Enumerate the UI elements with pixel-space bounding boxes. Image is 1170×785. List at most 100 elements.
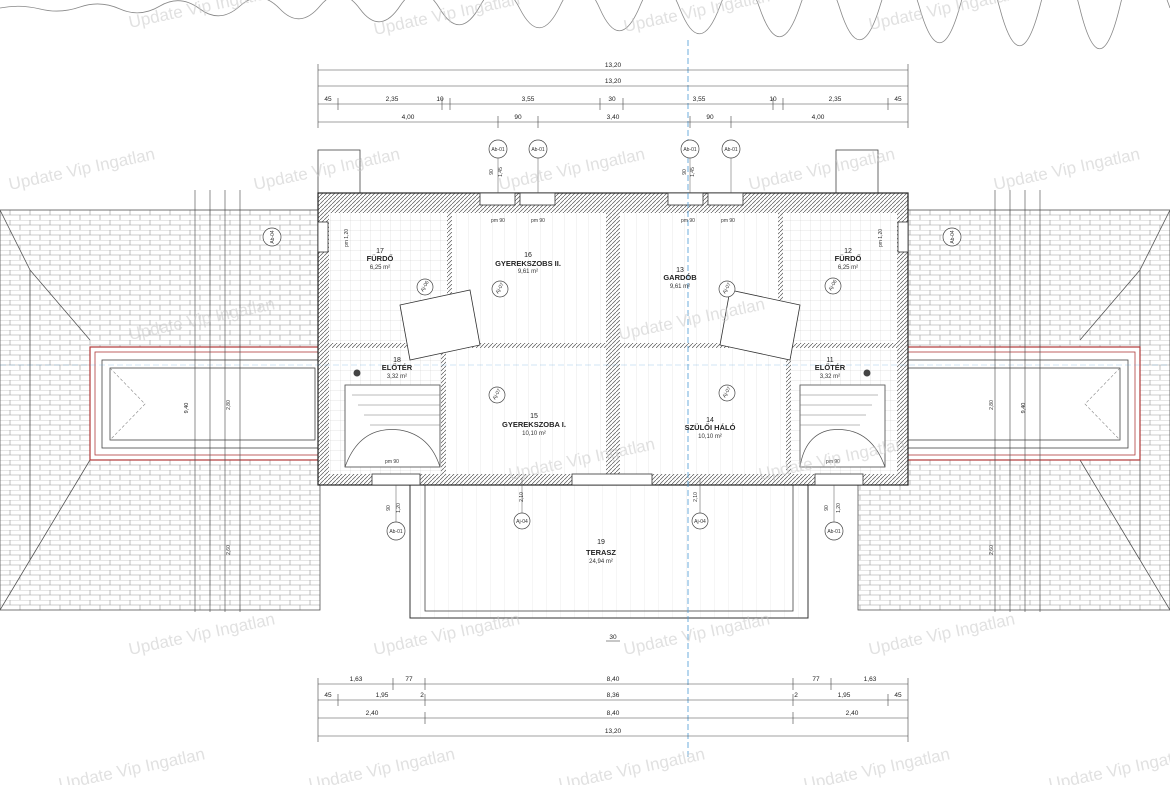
- svg-text:45: 45: [324, 96, 332, 103]
- svg-text:90: 90: [489, 169, 495, 175]
- svg-text:15: 15: [530, 413, 538, 420]
- door-tag-2: Aj-07: [491, 280, 509, 298]
- chimney-right: [835, 149, 879, 196]
- svg-text:GYEREKSZOBS II.: GYEREKSZOBS II.: [495, 259, 561, 268]
- svg-text:1,20: 1,20: [396, 503, 402, 513]
- svg-text:Ab-04: Ab-04: [270, 230, 276, 244]
- svg-text:77: 77: [812, 676, 820, 683]
- svg-text:2,35: 2,35: [386, 96, 399, 103]
- svg-text:2: 2: [794, 692, 798, 699]
- top-dimensions: [317, 64, 909, 128]
- tag-top-2: Ab-01: [528, 139, 548, 193]
- svg-text:90: 90: [514, 114, 522, 121]
- tag-bottom-left: Ab-01: [386, 485, 406, 541]
- svg-text:Aj-06: Aj-06: [828, 279, 839, 292]
- svg-text:1,95: 1,95: [376, 692, 389, 699]
- svg-text:Ab-01: Ab-01: [724, 147, 738, 153]
- svg-text:pm 1,20: pm 1,20: [344, 229, 350, 247]
- svg-text:9,40: 9,40: [184, 403, 190, 414]
- terrace: [409, 481, 809, 619]
- svg-text:9,61 m²: 9,61 m²: [518, 269, 538, 275]
- svg-text:Update Vip Ingatlan: Update Vip Ingatlan: [57, 744, 207, 785]
- door-tag-8: Aj-04: [691, 478, 709, 530]
- svg-text:Ab-01: Ab-01: [491, 147, 505, 153]
- door-tag-6: Aj-07: [718, 384, 736, 402]
- svg-text:Ab-01: Ab-01: [531, 147, 545, 153]
- svg-text:Update Vip Ingatlan: Update Vip Ingatlan: [867, 609, 1017, 659]
- svg-text:18: 18: [393, 357, 401, 364]
- svg-text:pm 1,20: pm 1,20: [878, 229, 884, 247]
- svg-text:GARDÓB: GARDÓB: [663, 273, 697, 282]
- svg-text:2,10: 2,10: [693, 492, 699, 502]
- door-tag-7: Aj-04: [513, 478, 531, 530]
- svg-text:1,95: 1,95: [838, 692, 851, 699]
- svg-text:19: 19: [597, 539, 605, 546]
- svg-text:Update Vip Ingatlan: Update Vip Ingatlan: [802, 744, 952, 785]
- svg-text:Aj-04: Aj-04: [694, 519, 706, 525]
- svg-text:2: 2: [420, 692, 424, 699]
- svg-text:2,80: 2,80: [989, 400, 995, 410]
- svg-text:30: 30: [609, 634, 617, 641]
- svg-text:1,45: 1,45: [498, 167, 504, 177]
- svg-text:Update Vip Ingatlan: Update Vip Ingatlan: [497, 144, 647, 194]
- break-line: [0, 0, 1170, 50]
- svg-text:17: 17: [376, 248, 384, 255]
- svg-text:45: 45: [894, 692, 902, 699]
- svg-text:Update Vip Ingatlan: Update Vip Ingatlan: [622, 0, 772, 36]
- door-tag-1: Aj-06: [416, 278, 434, 296]
- bottom-dimension-values: 30 1,63 77 8,40 77 1,63 45 1,95 2 8,36 2…: [324, 634, 902, 735]
- svg-text:TERASZ: TERASZ: [586, 548, 616, 557]
- svg-text:1,63: 1,63: [864, 676, 877, 683]
- svg-text:3,32 m²: 3,32 m²: [387, 374, 407, 380]
- svg-text:ELŐTÉR: ELŐTÉR: [815, 363, 846, 372]
- svg-text:2,40: 2,40: [846, 710, 859, 717]
- tag-side-right: Ab-04: [942, 227, 962, 247]
- svg-text:Aj-07: Aj-07: [722, 282, 733, 295]
- svg-text:2,60: 2,60: [989, 545, 995, 555]
- svg-text:8,36: 8,36: [607, 692, 620, 699]
- svg-text:Update Vip Ingatlan: Update Vip Ingatlan: [127, 609, 277, 659]
- svg-text:Update Vip Ingatlan: Update Vip Ingatlan: [1047, 744, 1170, 785]
- svg-text:1,45: 1,45: [690, 167, 696, 177]
- svg-text:4,00: 4,00: [402, 114, 415, 121]
- svg-text:10,10 m²: 10,10 m²: [522, 431, 546, 437]
- svg-text:13,20: 13,20: [605, 78, 622, 85]
- svg-text:9,40: 9,40: [1021, 403, 1027, 414]
- svg-text:pm 90: pm 90: [681, 218, 695, 224]
- svg-text:77: 77: [405, 676, 413, 683]
- svg-text:4,00: 4,00: [812, 114, 825, 121]
- svg-text:pm 90: pm 90: [721, 218, 735, 224]
- svg-text:10,10 m²: 10,10 m²: [698, 434, 722, 440]
- svg-text:3,55: 3,55: [693, 96, 706, 103]
- svg-text:SZÜLŐI HÁLÓ: SZÜLŐI HÁLÓ: [685, 423, 736, 432]
- door-tag-4: Aj-06: [824, 277, 842, 295]
- svg-text:10: 10: [436, 96, 444, 103]
- svg-text:13,20: 13,20: [605, 62, 622, 69]
- bottom-dimensions: [317, 640, 909, 742]
- svg-text:Ab-01: Ab-01: [683, 147, 697, 153]
- tag-top-4: Ab-01: [721, 139, 741, 193]
- window-tags: Ab-01 Ab-01 Ab-01 Ab-01 Ab-04 Ab-04 Ab-0…: [262, 139, 962, 541]
- svg-text:9,61 m²: 9,61 m²: [670, 284, 690, 290]
- svg-text:90: 90: [824, 505, 830, 511]
- svg-text:3,32 m²: 3,32 m²: [820, 374, 840, 380]
- tag-top-3: Ab-01: [680, 139, 700, 193]
- svg-text:pm 90: pm 90: [491, 218, 505, 224]
- svg-text:6,25 m²: 6,25 m²: [370, 265, 390, 271]
- svg-text:GYEREKSZOBA I.: GYEREKSZOBA I.: [502, 420, 566, 429]
- svg-text:FÜRDŐ: FÜRDŐ: [835, 254, 862, 263]
- svg-text:2,40: 2,40: [366, 710, 379, 717]
- svg-text:pm 90: pm 90: [385, 459, 399, 465]
- svg-text:90: 90: [386, 505, 392, 511]
- svg-text:ELŐTÉR: ELŐTÉR: [382, 363, 413, 372]
- svg-text:Ab-04: Ab-04: [950, 230, 956, 244]
- svg-text:2,60: 2,60: [226, 545, 232, 555]
- side-dimension-lines: [194, 190, 1041, 612]
